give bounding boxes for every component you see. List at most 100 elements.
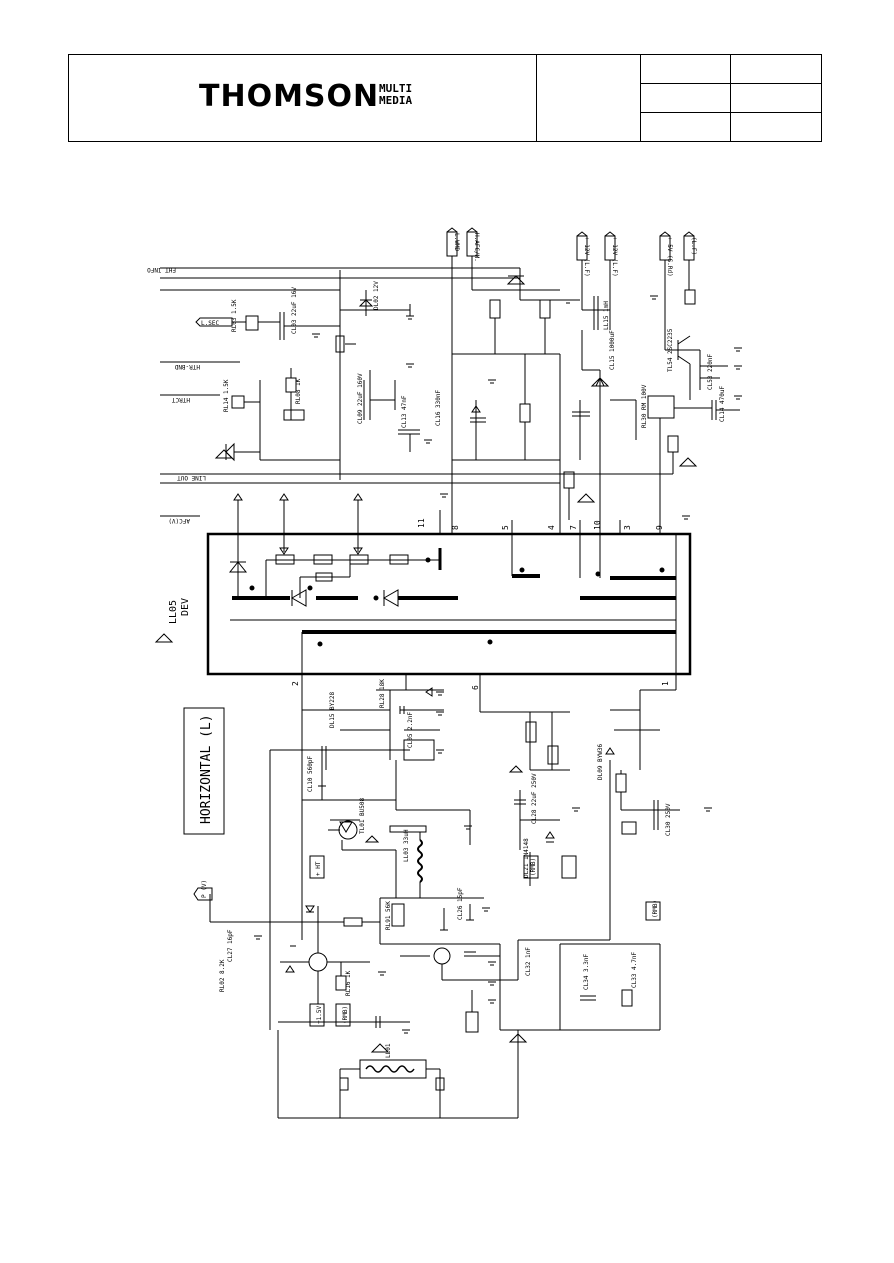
pin-10: 10 — [593, 520, 602, 530]
title-block-grid — [641, 55, 821, 141]
conn-lsec-text: L.SEC — [201, 320, 219, 327]
conn-12v-a: + 12V (L.F) — [583, 237, 590, 277]
lbl-vcc1: +1.5V — [316, 1006, 323, 1024]
lbl-rl14: RL14 1.5K — [223, 379, 230, 412]
ground-symbols — [312, 295, 742, 520]
brand-subline-1: MULTI — [379, 82, 413, 95]
tb-cell — [731, 84, 821, 113]
resistor — [231, 395, 245, 409]
lbl-ll01: LL01 — [385, 1043, 392, 1058]
lbl-dl09: DL09 BYW36 — [597, 743, 604, 780]
title-block-empty-cell — [537, 55, 641, 141]
conn-hafc: H.AFC/M. — [473, 233, 480, 262]
tb-cell — [731, 55, 821, 84]
lbl-ll03: LL03 33uH — [403, 829, 410, 862]
lbl-tl01: TL01 BU508 — [359, 797, 366, 834]
lbl-dl21: DL21 1N4148 — [523, 838, 530, 878]
potentiometer — [335, 335, 345, 353]
tb-cell — [641, 113, 731, 141]
left-connector-labels: EHT INFO HTR-BND HTRCT LINE OUT AFC(V) — [147, 266, 206, 524]
brand-logo: THOMSON — [199, 79, 380, 114]
warning-triangles — [214, 377, 698, 1053]
conn-lwmd: L.WMD — [453, 233, 460, 251]
transformer-ref: LL05 DEV — [154, 598, 191, 643]
pin-2: 2 — [291, 681, 300, 686]
pin-6: 6 — [471, 685, 480, 690]
conn-eht: EHT INFO — [147, 266, 176, 273]
top-connector-labels: L.WMD H.AFC/M. + 12V (L.F) + 12V (L.F) +… — [453, 233, 697, 277]
conn-12v-b: + 12V (L.F) — [611, 237, 618, 277]
section-title: HORIZONTAL (L) — [199, 714, 214, 824]
resistor — [519, 403, 531, 423]
pin-5: 5 — [501, 525, 510, 530]
lbl-rl02: RL02 8.2K — [219, 959, 226, 992]
lbl-cl28: CL28 22uF 250V — [531, 773, 538, 824]
transformer-outline — [206, 532, 692, 676]
tb-cell — [641, 84, 731, 113]
resistor — [245, 315, 259, 331]
pin-7: 7 — [569, 525, 578, 530]
resistor — [489, 299, 501, 319]
transformer-sub-text: DEV — [180, 598, 191, 616]
lbl-rl91: RL91 56K — [385, 901, 392, 930]
tb-cell — [641, 55, 731, 84]
brand-cell: THOMSON MULTI MEDIA — [69, 55, 537, 141]
upper-components — [225, 268, 740, 520]
lbl-cl13: CL13 47nF — [401, 395, 408, 428]
section-label: HORIZONTAL (L) — [183, 707, 225, 835]
conn-tag-lsec — [195, 317, 233, 327]
lbl-dl15: DL15 BY228 — [329, 691, 336, 728]
lbl-vcc5: (RMB) — [652, 900, 659, 918]
lbl-cl53: CL53 220nF — [707, 353, 714, 390]
pin-11: 11 — [417, 518, 426, 528]
ground-symbols-lower — [254, 691, 712, 1034]
lbl-rl30: RL30 RM 100V — [641, 384, 648, 428]
pin-8: 8 — [451, 525, 460, 530]
lbl-vp: P (V) — [201, 880, 208, 898]
lbl-cl09: CL09 22uF 160V — [357, 373, 364, 424]
upper-labels: RL03 1.5K CL03 22uF 16V DL02 12V RL08 1K… — [223, 281, 726, 428]
pin-3: 3 — [623, 525, 632, 530]
left-signal-lines — [160, 267, 560, 517]
lbl-cl03: CL03 22uF 16V — [291, 287, 298, 334]
conn-afc: AFC(V) — [168, 517, 190, 524]
lbl-rl16: RL16 1K — [345, 970, 352, 996]
lbl-cl33: CL33 4.7nF — [631, 951, 638, 988]
lbl-cl16: CL16 330nF — [435, 389, 442, 426]
brand-subline-2: MEDIA — [379, 94, 413, 107]
lbl-ll15: LL15 1mH — [603, 301, 610, 330]
pin-numbers: 11 8 5 4 7 10 3 9 2 6 1 — [291, 518, 670, 690]
lbl-cl34: CL34 3.3nF — [583, 953, 590, 990]
pin-4: 4 — [547, 525, 556, 530]
conn-lf: (L.F) — [690, 237, 697, 255]
conn-htrct: HTRCT — [172, 396, 190, 403]
resistor — [667, 435, 679, 453]
regulator — [647, 395, 675, 419]
resistor — [684, 289, 696, 305]
ref-box — [283, 409, 305, 421]
lbl-cl14: CL14 470uF — [719, 385, 726, 422]
conn-5v: + 5V (S.Rd) — [666, 237, 673, 277]
lbl-cl10: CL10 560pF — [307, 755, 314, 792]
lbl-rl08: RL08 1K — [295, 378, 302, 404]
lower-labels: RL28 18K DL15 BY228 CL05 2.2nF CL10 560p… — [201, 679, 672, 1058]
lbl-rl28: RL28 18K — [379, 679, 386, 708]
lbl-vcc4: (RMB) — [530, 858, 537, 876]
lbl-cl27: CL27 16pF — [227, 929, 234, 962]
transformer-ref-text: LL05 — [168, 600, 179, 624]
lbl-tl54: TL54 2SC2235 — [667, 328, 674, 372]
lbl-dl02: DL02 12V — [373, 281, 380, 310]
lbl-rl03: RL03 1.5K — [231, 299, 238, 332]
conn-htr-bnd: HTR-BND — [174, 363, 200, 370]
lbl-vcc2: + HT — [315, 861, 322, 876]
lbl-cl30: CL30 250V — [665, 803, 672, 836]
lbl-cl26: CL26 15pF — [457, 887, 464, 920]
conn-line-out: LINE OUT — [177, 474, 206, 481]
pin-1: 1 — [661, 681, 670, 686]
lower-components — [193, 687, 680, 1119]
flyback-transformer — [206, 460, 692, 712]
pin-9: 9 — [655, 525, 664, 530]
lbl-cl05: CL05 2.2nF — [407, 711, 414, 748]
lbl-vcc3: (RMB) — [342, 1006, 349, 1024]
